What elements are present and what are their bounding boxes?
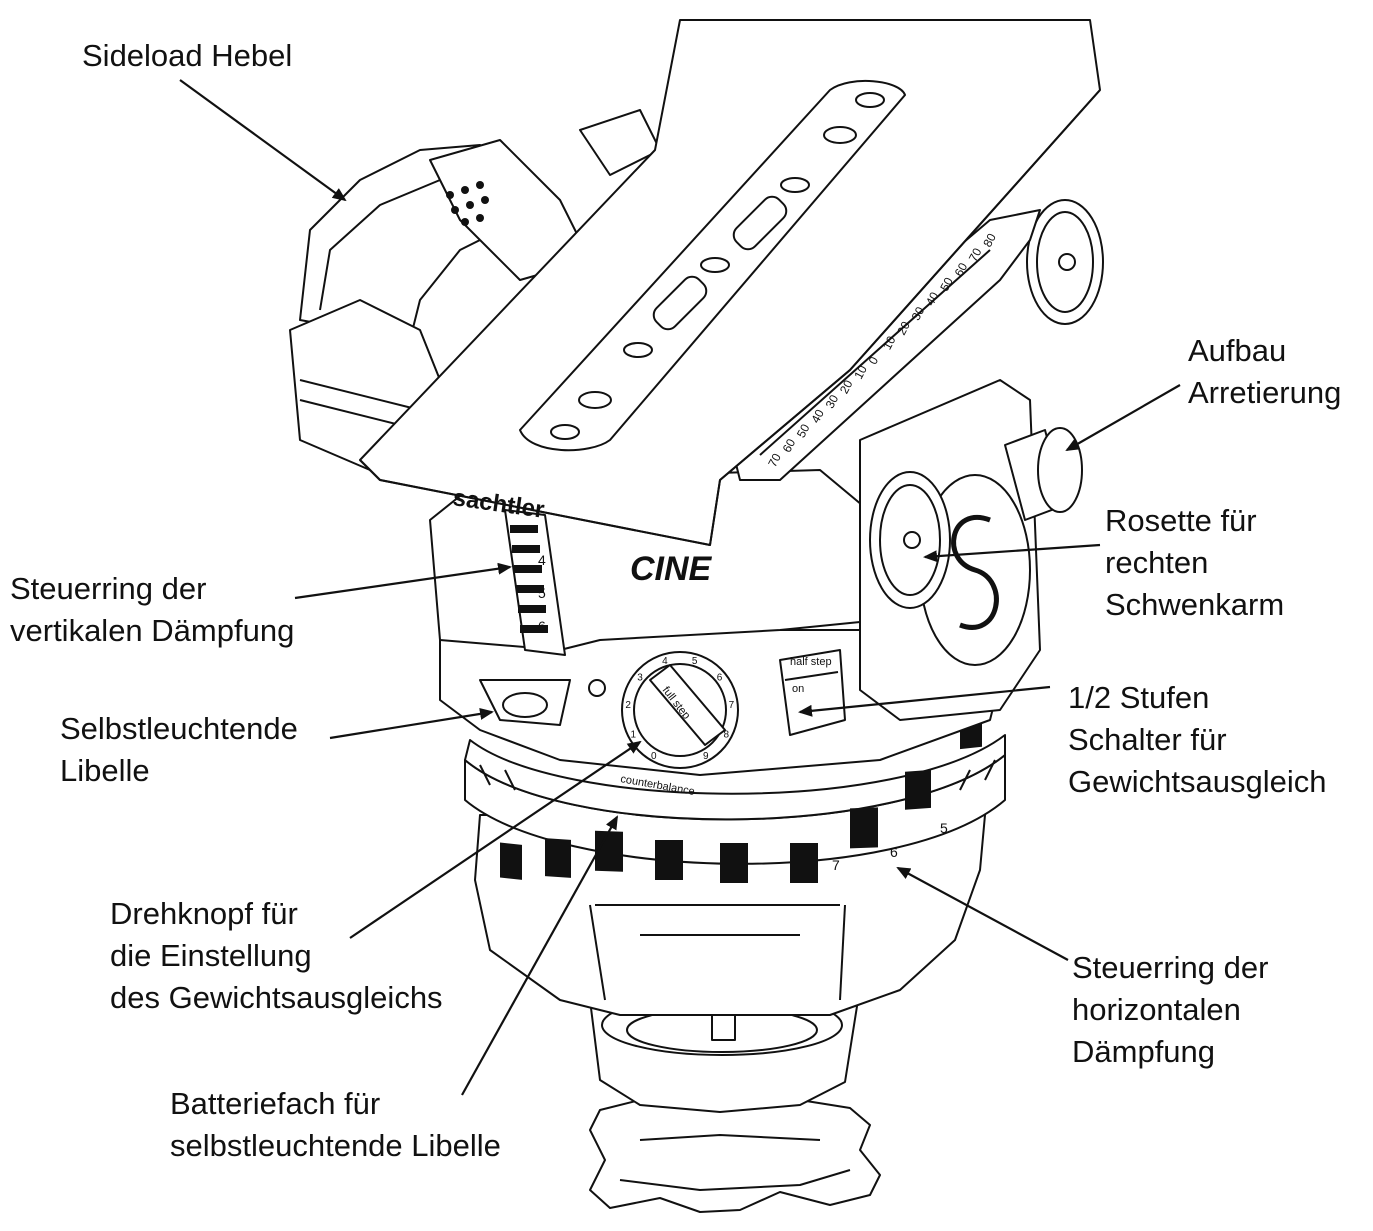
dial-number: 6 <box>717 673 723 684</box>
right-rosette <box>869 471 951 609</box>
arrow-steuerring-horizontal <box>896 867 1069 961</box>
label-drehknopf: Drehknopf für die Einstellung des Gewich… <box>110 896 443 1015</box>
half-step-switch <box>779 649 846 736</box>
model-marking: CINE <box>630 550 713 588</box>
tilt-scale-label: 50 <box>794 421 813 440</box>
arrow-stufen <box>798 685 1051 717</box>
tilt-scale-label: 20 <box>837 377 856 396</box>
horizontal-ring-number: 7 <box>832 857 840 873</box>
horizontal-ring-numbers: 7 6 5 <box>832 820 948 873</box>
tilt-scale-label: 40 <box>923 289 942 308</box>
dial-number: 7 <box>729 700 735 711</box>
tilt-scale-label: 20 <box>894 319 913 338</box>
vertical-ring-number: 5 <box>538 585 546 601</box>
tilt-scale-label: 70 <box>966 245 985 264</box>
leveling-knob <box>589 1097 881 1213</box>
arrow-rosette <box>923 543 1101 563</box>
vertical-ring-numbers: 4 5 6 <box>538 552 546 634</box>
dial-number: 0 <box>651 751 657 762</box>
fluid-head-illustration <box>289 19 1104 1213</box>
horizontal-ring-number: 5 <box>940 820 948 836</box>
dial-number: 5 <box>692 656 698 667</box>
label-steuerring-horizontal: Steuerring der horizontalen Dämpfung <box>1072 950 1269 1069</box>
arrow-sideload <box>179 79 347 202</box>
dial-number: 9 <box>703 751 709 762</box>
on-marking: on <box>792 683 804 695</box>
tilt-scale-label: 30 <box>823 392 842 411</box>
arrow-drehknopf <box>349 740 642 939</box>
label-sideload-hebel: Sideload Hebel <box>82 38 293 73</box>
tilt-scale-label: 60 <box>780 436 799 455</box>
label-steuerring-vertikal: Steuerring der vertikalen Dämpfung <box>10 571 295 648</box>
tilt-scale-label: 30 <box>909 304 928 323</box>
label-libelle: Selbstleuchtende Libelle <box>60 711 298 788</box>
device-markings: sachtler CINE counterbalance half step o… <box>451 231 999 873</box>
label-aufbau-arretierung: Aufbau Arretierung <box>1188 333 1342 410</box>
arrow-aufbau <box>1065 384 1181 451</box>
pointer-arrows <box>179 79 1181 1096</box>
bubble-level <box>502 692 548 718</box>
dial-number: 8 <box>724 729 730 740</box>
label-rosette: Rosette für rechten Schwenkarm <box>1105 503 1285 622</box>
tilt-scale-label: 10 <box>851 363 870 382</box>
tilt-scale-label: 70 <box>765 451 784 470</box>
tilt-scale-label: 10 <box>880 333 899 352</box>
arrow-steuerring-vertikal <box>294 562 512 600</box>
dial-numbers: 0 1 2 3 4 5 6 7 8 9 <box>625 656 734 762</box>
arrow-libelle <box>329 707 494 740</box>
horizontal-ring-number: 6 <box>890 844 898 860</box>
counterbalance-dial <box>621 651 739 769</box>
dial-number: 4 <box>662 656 668 667</box>
upper-rosette <box>1026 199 1104 325</box>
dial-number: 1 <box>631 729 637 740</box>
label-batteriefach: Batteriefach für selbstleuchtende Libell… <box>170 1086 501 1163</box>
tilt-scale-label: 40 <box>808 407 827 426</box>
half-step-marking: half step <box>790 656 832 668</box>
tilt-scale-label: 80 <box>980 231 999 250</box>
dial-number: 2 <box>625 700 631 711</box>
plate-holes <box>550 92 885 440</box>
vertical-ring-number: 4 <box>538 552 546 568</box>
dial-number: 3 <box>637 673 643 684</box>
tilt-scale-label: 60 <box>952 260 971 279</box>
vertical-ring-number: 6 <box>538 618 546 634</box>
label-stufen-schalter: 1/2 Stufen Schalter für Gewichtsausgleic… <box>1068 680 1327 799</box>
arrow-batteriefach <box>461 815 618 1096</box>
tilt-scale-label: 50 <box>937 275 956 294</box>
